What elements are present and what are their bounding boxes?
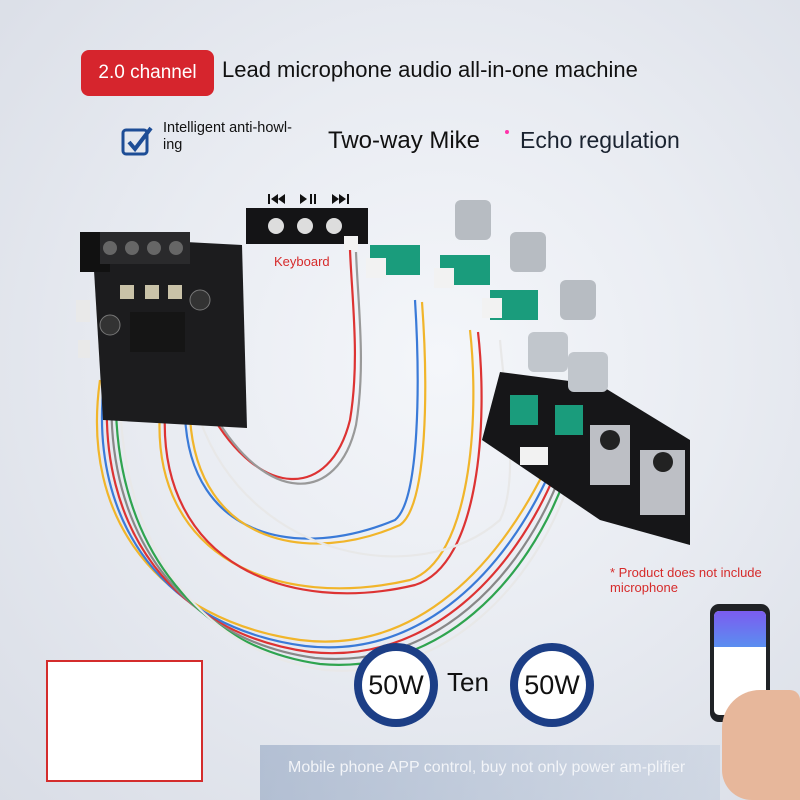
- channel-badge: 2.0 channel: [81, 50, 214, 96]
- feature-anti-howling: Intelligent anti-howl- ing: [163, 120, 292, 154]
- next-icon: [332, 194, 349, 204]
- microphone-note-line1: * Product does not include: [610, 565, 762, 580]
- app-header: [714, 611, 766, 647]
- feature-anti-howling-line1: Intelligent anti-howl-: [163, 120, 292, 136]
- headline: Lead microphone audio all-in-one machine: [222, 57, 638, 82]
- hand-image: [722, 690, 800, 800]
- checkbox-icon: [121, 126, 153, 156]
- cable-bundle: [95, 249, 572, 672]
- microphone-board: [482, 332, 690, 545]
- feature-two-way-mic: Two-way Mike: [328, 127, 481, 154]
- knob-modules: [366, 200, 596, 320]
- previous-icon: [268, 194, 285, 204]
- keyboard-icons: [268, 194, 349, 204]
- microphone-note-line2: microphone: [610, 580, 678, 595]
- bottom-caption: Mobile phone APP control, buy not only p…: [288, 759, 686, 776]
- feature-echo-regulation: Echo regulation: [520, 127, 680, 153]
- keyboard-label: Keyboard: [274, 254, 330, 269]
- power-right-value: 50W: [518, 651, 586, 719]
- keyboard-board: [246, 208, 368, 250]
- feature-anti-howling-line2: ing: [163, 137, 183, 153]
- play-pause-icon: [300, 194, 316, 204]
- power-left-value: 50W: [362, 651, 430, 719]
- bottom-banner: [260, 745, 720, 800]
- microphone-note: * Product does not include microphone: [610, 565, 762, 595]
- power-right-badge: 50W: [510, 643, 594, 727]
- power-left-badge: 50W: [354, 643, 438, 727]
- amplifier-board: [76, 232, 247, 428]
- decorative-dot: [505, 130, 509, 134]
- blank-red-frame: [46, 660, 203, 782]
- power-joiner: Ten: [447, 667, 489, 697]
